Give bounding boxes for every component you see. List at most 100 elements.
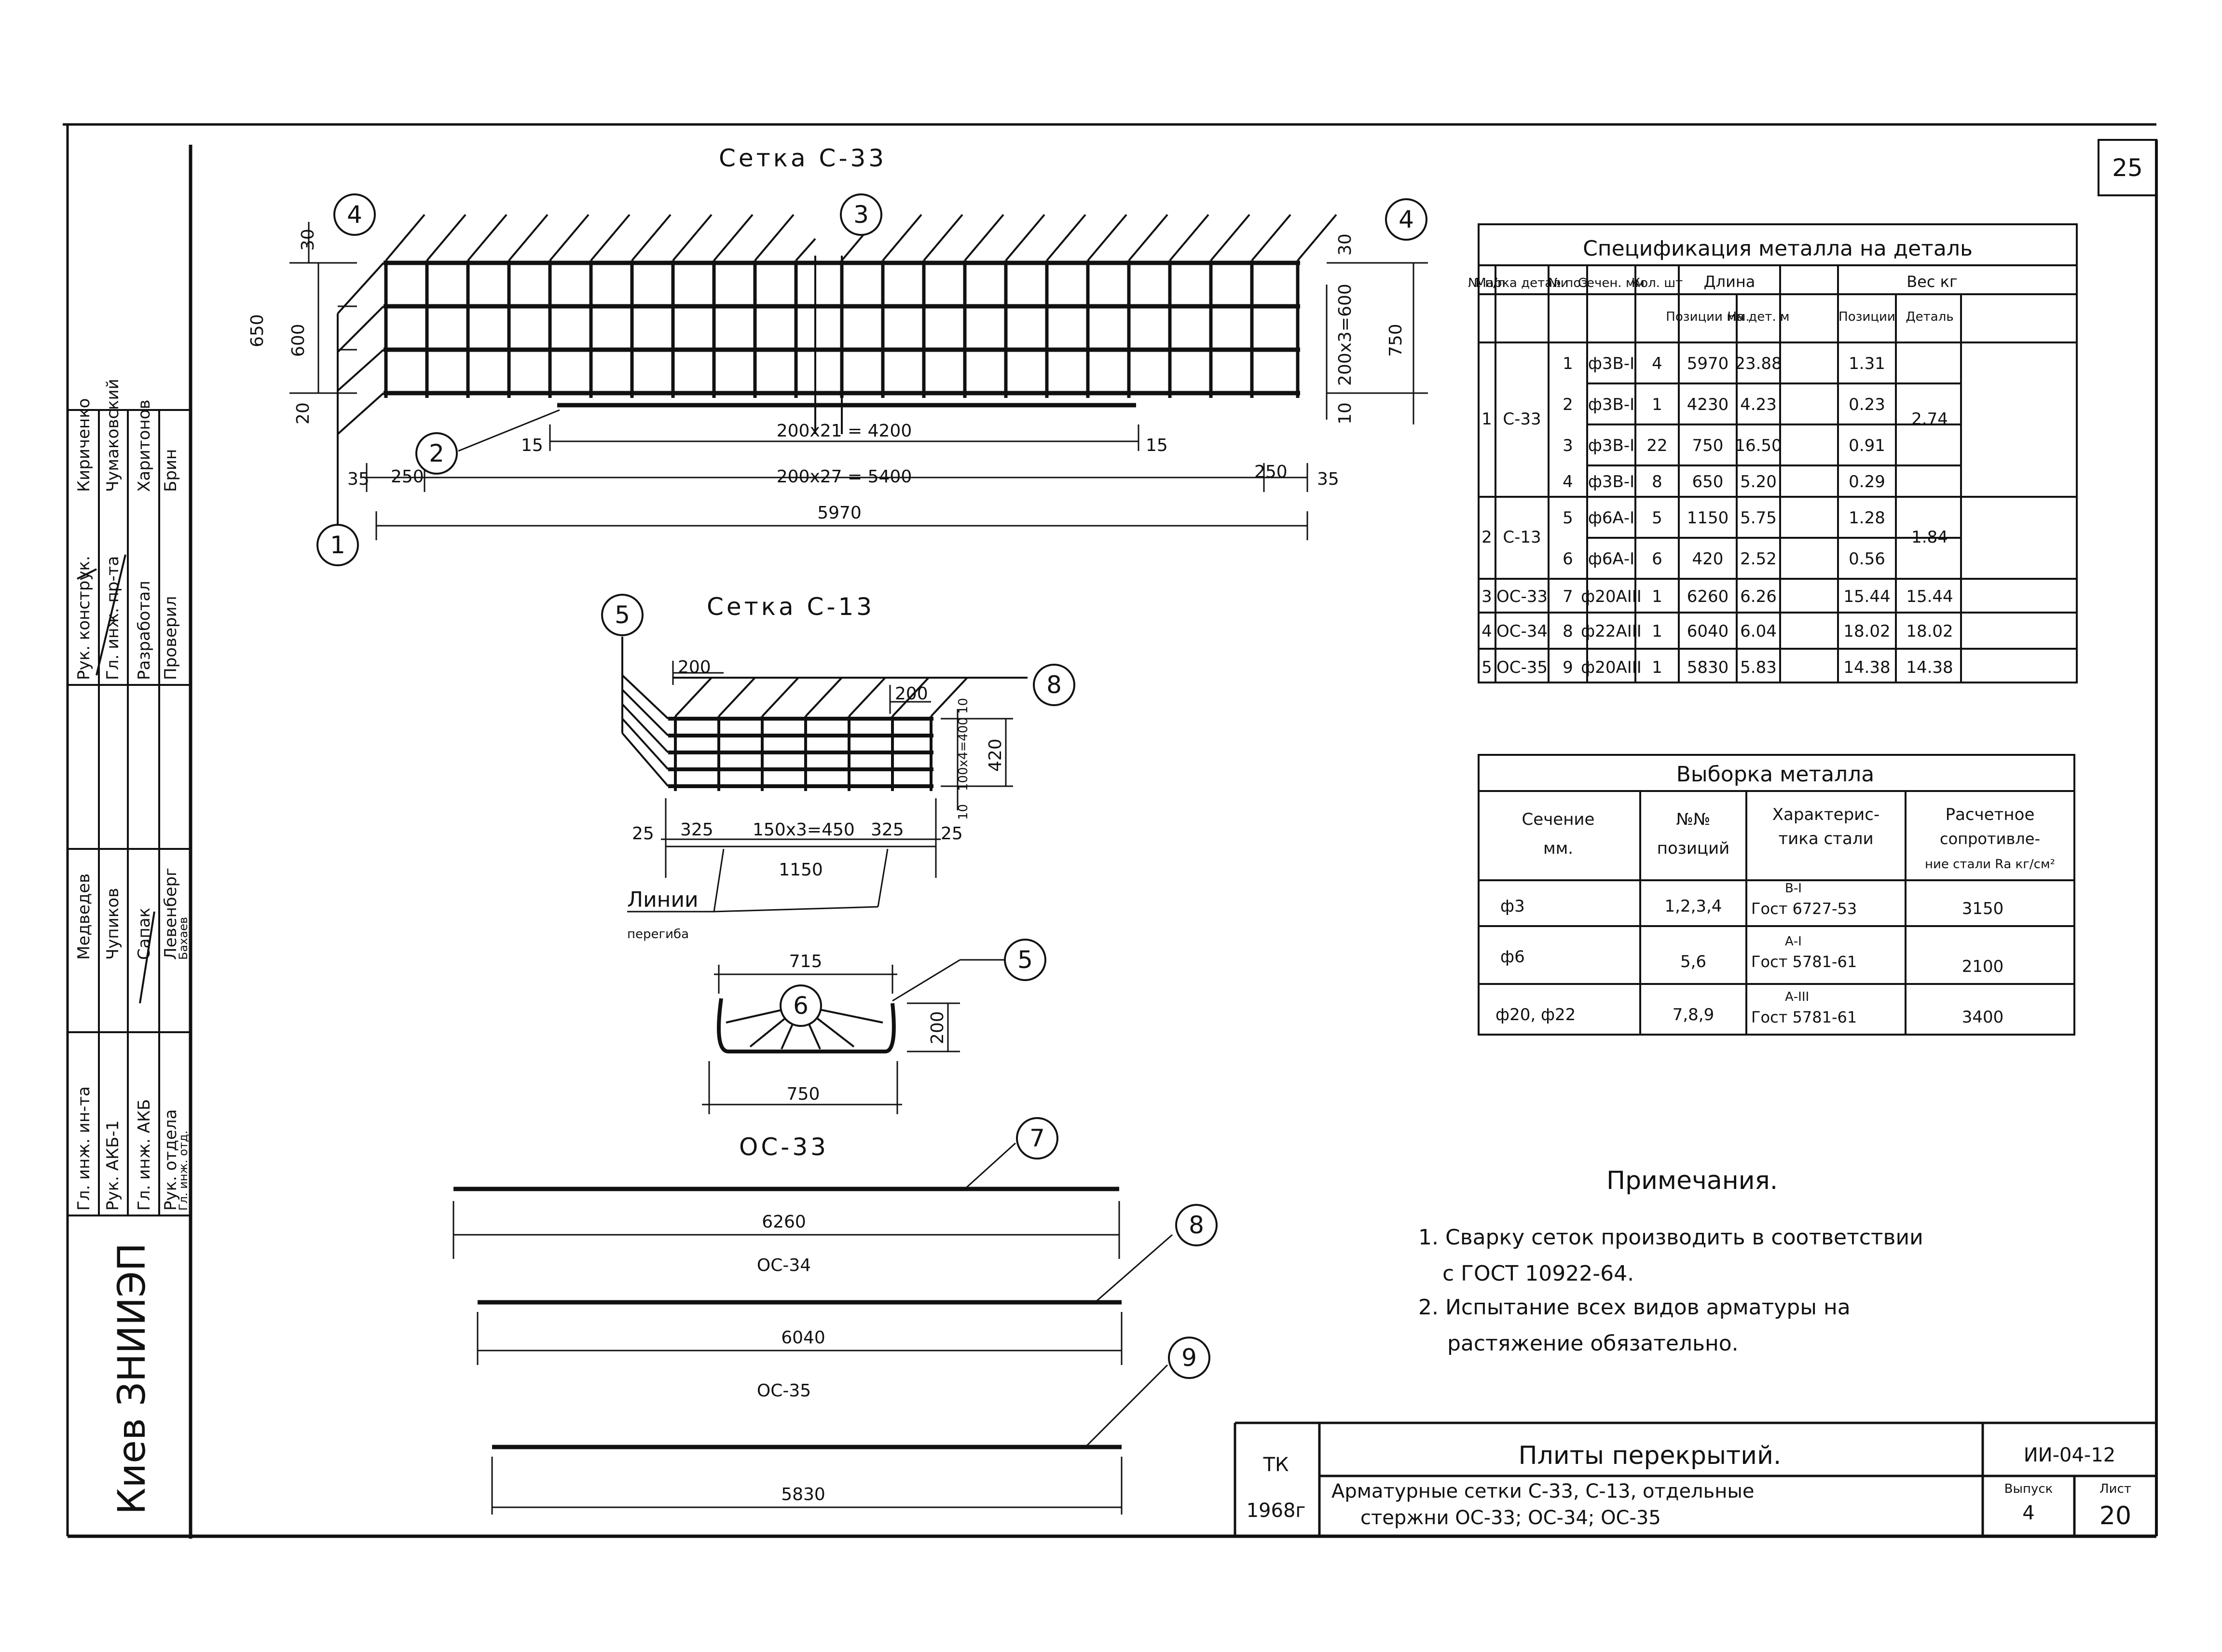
dim-label: 600: [288, 324, 308, 357]
spec-cell: 0.91: [1849, 436, 1885, 455]
spec-cell: ф6А-I: [1588, 508, 1634, 528]
spec-table: Спецификация металла на деталь № п/п Мар…: [1468, 223, 2078, 683]
dim-label: 325: [680, 820, 713, 840]
rod-marker: 9: [1181, 1344, 1197, 1372]
dim-label: 30: [298, 229, 318, 251]
spec-cell: 5.75: [1740, 508, 1777, 528]
sheet-desc: стержни ОС-33; ОС-34; ОС-35: [1360, 1507, 1661, 1529]
note-line: с ГОСТ 10922-64.: [1442, 1261, 1634, 1286]
notes-title: Примечания.: [1606, 1166, 1778, 1195]
spec-header-pos: № поз: [1548, 276, 1588, 290]
spec-cell: 5.20: [1740, 472, 1777, 492]
sel-cell: 7,8,9: [1673, 1005, 1715, 1024]
sel-header: №№: [1676, 810, 1711, 829]
side-label: Рук. АКБ-1: [103, 1120, 123, 1211]
dim-label: 10: [956, 804, 971, 820]
spec-cell: 420: [1692, 549, 1724, 569]
sheet-desc: Арматурные сетки С-33, С-13, отдельные: [1331, 1480, 1755, 1502]
side-label: Разработал: [135, 581, 154, 680]
note-line: растяжение обязательно.: [1447, 1331, 1739, 1356]
side-label: Гл. инж. отд.: [177, 1131, 190, 1211]
spec-header-w-pos: Позиции: [1838, 310, 1895, 324]
sel-cell: 2100: [1962, 957, 2004, 976]
dim-label: 20: [293, 402, 313, 424]
spec-cell: ф3В-I: [1588, 436, 1634, 455]
sel-header: позиций: [1657, 839, 1730, 858]
marker-8: 8: [1046, 671, 1062, 699]
spec-cell: ф3В-I: [1588, 472, 1634, 492]
dim-label: 200х27 = 5400: [777, 467, 912, 487]
spec-group-mark: ОС-34: [1496, 622, 1548, 641]
sel-header: Расчетное: [1946, 805, 2035, 824]
dim-label: 35: [347, 469, 370, 489]
rod-length: 5830: [781, 1485, 825, 1504]
spec-cell: 1150: [1687, 508, 1729, 528]
spec-cell: 1: [1652, 658, 1662, 677]
spec-group-total: 2.74: [1911, 410, 1948, 429]
spec-cell: 1: [1563, 354, 1573, 373]
spec-cell: 9: [1563, 658, 1573, 677]
note-line: 2. Испытание всех видов арматуры на: [1418, 1295, 1851, 1320]
side-name: Харитонов: [135, 400, 154, 492]
spec-cell: 3: [1563, 436, 1573, 455]
spec-cell: 2: [1563, 395, 1573, 414]
dim-label: 35: [1317, 469, 1339, 489]
spec-cell: 1: [1652, 622, 1662, 641]
spec-group-no: 2: [1481, 528, 1492, 547]
sel-cell: А-I: [1785, 934, 1802, 949]
marker-5-detail: 5: [1017, 946, 1033, 974]
spec-cell: 1.31: [1849, 354, 1885, 373]
spec-cell: ф3В-I: [1588, 395, 1634, 414]
side-name: Кириченко: [74, 398, 94, 492]
sel-cell: 5,6: [1680, 952, 1706, 971]
spec-header-w-det: Деталь: [1906, 310, 1953, 324]
org-name: Киев ЗНИИЭП: [110, 1243, 154, 1515]
side-label: Гл. инж. ин-та: [74, 1086, 94, 1211]
spec-cell: 4: [1563, 472, 1573, 492]
side-name: Чумаковский: [103, 379, 123, 492]
dim-label: 750: [787, 1084, 820, 1104]
spec-cell: 5.83: [1740, 658, 1777, 677]
rod-length: 6260: [762, 1212, 806, 1232]
rod-marker: 7: [1029, 1124, 1045, 1152]
marker-4-left: 4: [347, 201, 362, 229]
rod-marker: 8: [1189, 1211, 1204, 1239]
spec-cell: 6260: [1687, 587, 1729, 606]
mesh-c33-drawing: Сетка С-33: [247, 144, 1428, 566]
spec-header-qty: Кол. шт: [1632, 276, 1683, 290]
dim-label: 10: [956, 698, 971, 714]
spec-title: Спецификация металла на деталь: [1583, 236, 1973, 261]
side-name: Медведев: [74, 874, 94, 960]
spec-cell: 4230: [1687, 395, 1729, 414]
spec-cell: ф6А-I: [1588, 549, 1634, 569]
dim-label: 10: [1335, 402, 1355, 424]
spec-header-mark: Марка детали: [1475, 276, 1568, 290]
dim-label: 150х3=450: [753, 820, 855, 840]
spec-cell: 7: [1563, 587, 1573, 606]
spec-cell: 5830: [1687, 658, 1729, 677]
marker-6: 6: [793, 992, 809, 1020]
side-stamp: [68, 409, 191, 1216]
sel-cell: ф6: [1500, 947, 1525, 967]
spec-cell: ф20АIII: [1581, 658, 1642, 677]
spec-cell: 1.28: [1849, 508, 1885, 528]
dim-label: 200: [678, 657, 711, 677]
marker-3: 3: [853, 201, 869, 229]
sel-header: тика стали: [1778, 829, 1873, 848]
spec-header-len-det: На дет. м: [1727, 310, 1789, 324]
dim-label: 250: [1254, 462, 1288, 482]
dim-label: 420: [986, 738, 1005, 772]
spec-cell: 0.23: [1849, 395, 1885, 414]
spec-cell: 4: [1652, 354, 1662, 373]
spec-cell: 650: [1692, 472, 1724, 492]
spec-group-total: 14.38: [1906, 658, 1953, 677]
spec-cell: 5: [1563, 508, 1573, 528]
spec-group-total: 1.84: [1911, 528, 1948, 547]
spec-cell: 5970: [1687, 354, 1729, 373]
sel-header: ние стали Rа кг/см²: [1925, 857, 2055, 872]
issue-value: 4: [2022, 1502, 2034, 1524]
spec-cell: 5: [1652, 508, 1662, 528]
spec-cell: 6: [1652, 549, 1662, 569]
year-label: 1968г: [1247, 1500, 1306, 1522]
